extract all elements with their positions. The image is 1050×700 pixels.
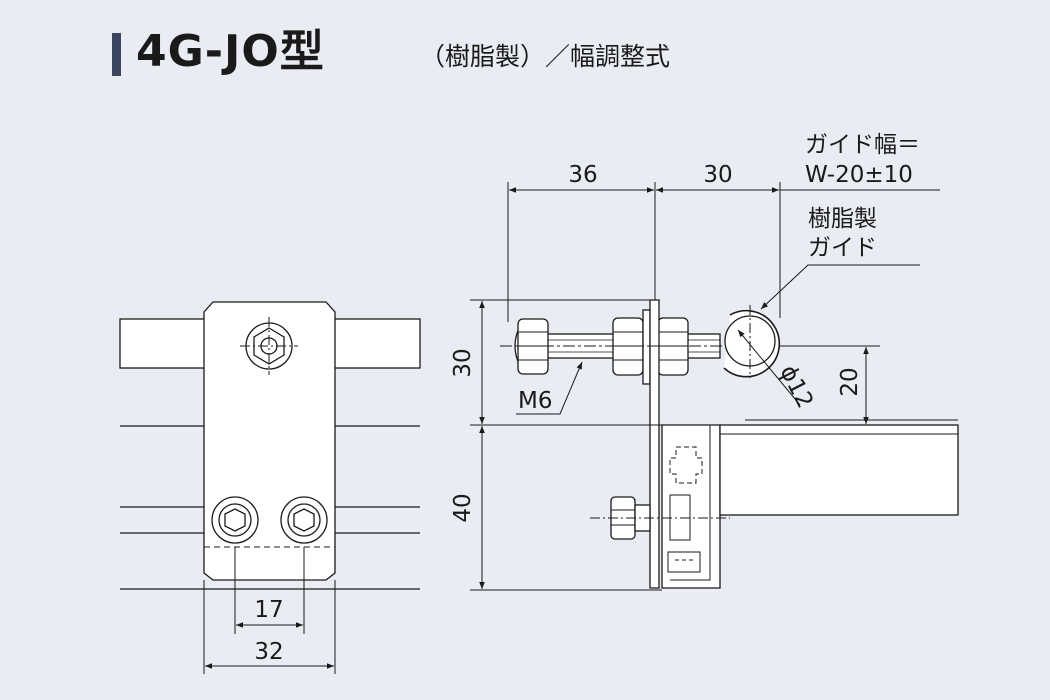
conveyor-frame-profile: [661, 424, 721, 589]
bottom-right-bolt: [280, 496, 328, 544]
dim-32-label: 32: [254, 639, 283, 665]
dim-40-label: 40: [450, 493, 476, 522]
conveyor-belt: [719, 424, 959, 516]
washer: [642, 309, 651, 385]
guide-width-label-1: ガイド幅＝: [805, 132, 920, 158]
guide-width-label-2: W-20±10: [805, 162, 913, 188]
model-subtitle: （樹脂製）／幅調整式: [420, 42, 671, 71]
side-bracket-plate: [649, 299, 660, 589]
dim-36-label: 36: [568, 162, 597, 188]
m6-label: M6: [518, 388, 552, 414]
bottom-left-bolt: [211, 496, 259, 544]
dim-20-label: 20: [837, 367, 863, 396]
guide-leader: [760, 264, 920, 310]
resin-guide-label-2: ガイド: [808, 235, 877, 261]
side-view: [470, 182, 959, 591]
resin-guide-label-1: 樹脂製: [808, 206, 877, 232]
resin-guide: [723, 305, 781, 378]
phi12-leader: [737, 329, 801, 406]
model-title: 4G-JO型: [136, 26, 325, 77]
phi12-label: ϕ12: [775, 361, 818, 412]
top-bolt: [240, 317, 298, 375]
front-view: [119, 301, 421, 674]
m6-leader: [516, 361, 583, 415]
dim-30-side-label: 30: [450, 348, 476, 377]
dim-30-top-label: 30: [703, 162, 732, 188]
title-accent-bar: [112, 33, 121, 76]
dim-17-label: 17: [254, 597, 283, 623]
